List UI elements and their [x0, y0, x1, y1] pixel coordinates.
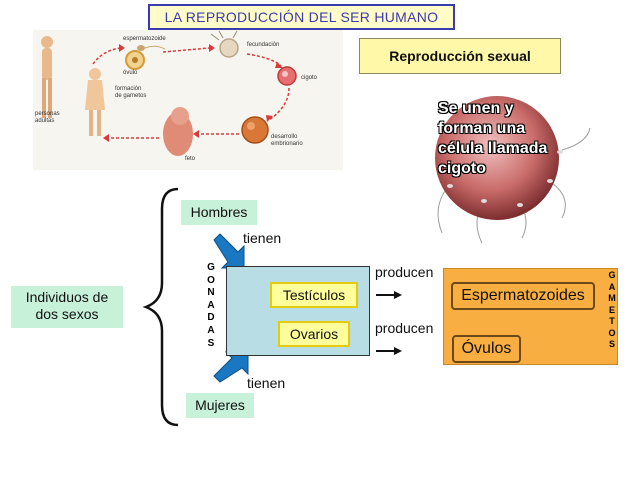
espermatozoides-label: Espermatozoides	[451, 282, 595, 310]
ovulos-label: Óvulos	[452, 335, 521, 363]
gonadas-letter: G	[207, 262, 215, 273]
tienen-top-label: tienen	[243, 230, 282, 246]
testiculos-label: Testículos	[270, 282, 358, 308]
label-de-gametos: de gametos	[115, 93, 146, 99]
reproduccion-sexual-label: Reproducción sexual	[359, 38, 561, 74]
gametos-letter: E	[608, 304, 615, 315]
individuos-line1: Individuos de	[25, 289, 109, 305]
adult-female-figure	[85, 68, 105, 136]
page-title: LA REPRODUCCIÓN DEL SER HUMANO	[148, 4, 455, 30]
cycle-arrows	[92, 47, 290, 139]
cycle-arrowheads	[103, 44, 283, 142]
gonadas-letter: S	[207, 337, 215, 349]
cigoto-text-line2: forman una	[438, 120, 526, 137]
individuos-line2: dos sexos	[35, 306, 99, 322]
label-espermatozoide: espermatozoide	[123, 36, 166, 42]
cell-body	[435, 96, 559, 220]
label-ovulo: óvulo	[123, 70, 138, 76]
producen-top-label: producen	[375, 264, 434, 280]
label-personas: personas	[35, 111, 60, 117]
cigoto-text-line1: Se unen y	[438, 100, 514, 117]
fetus-image	[163, 107, 193, 156]
gametos-letter: O	[608, 327, 616, 338]
gametos-letter: S	[608, 339, 615, 349]
gametos-letter: A	[608, 281, 616, 292]
label-fecundacion: fecundación	[247, 42, 279, 48]
gametos-letter: G	[608, 270, 616, 280]
gonadas-letter: O	[207, 274, 215, 286]
arrow-right-icon	[376, 347, 402, 355]
gonadas-letter: N	[207, 287, 215, 299]
cigoto-text-line4: cigoto	[438, 160, 486, 177]
sperm-image	[137, 45, 166, 51]
label-adultas: adultas	[35, 118, 54, 124]
sperm-heads	[447, 150, 563, 207]
gonadas-letter: D	[207, 312, 215, 324]
curly-brace	[142, 187, 179, 427]
label-formacion: formación	[115, 86, 141, 92]
ovarios-label: Ovarios	[278, 321, 350, 347]
label-feto: feto	[185, 156, 196, 162]
tienen-bottom-label: tienen	[247, 375, 286, 391]
hombres-label: Hombres	[181, 200, 257, 225]
mujeres-label: Mujeres	[186, 393, 254, 418]
gonadas-vertical-label: G O N A D A S	[205, 262, 217, 350]
gonadas-letter: A	[207, 324, 215, 336]
adult-male-figure	[41, 36, 53, 118]
fecundation-image	[210, 30, 239, 58]
arrow-right-icon	[376, 291, 402, 299]
gametos-letter: M	[608, 293, 616, 303]
label-embrionario: embrionario	[271, 141, 303, 147]
cigoto-text-line3: célula llamada	[438, 140, 548, 157]
label-cigoto: cigoto	[301, 75, 318, 81]
gametos-letter: T	[609, 316, 615, 326]
blue-arrow-down-icon	[213, 233, 245, 269]
gametos-vertical-label: G A M E T O S	[606, 270, 618, 351]
producen-bottom-label: producen	[375, 320, 434, 336]
fertilized-cell-illustration	[435, 96, 591, 244]
zygote-image	[277, 66, 297, 86]
embryo-image	[241, 116, 269, 144]
cigoto-description: Se unen y forman una célula llamada cigo…	[438, 99, 608, 179]
reproduction-cycle-illustration: personas adultas espermatozoide óvulo fo…	[33, 30, 343, 170]
label-desarrollo: desarrollo	[271, 134, 298, 140]
individuos-box: Individuos de dos sexos	[11, 286, 123, 328]
gonadas-letter: A	[207, 299, 215, 311]
ovum-image	[125, 50, 145, 70]
